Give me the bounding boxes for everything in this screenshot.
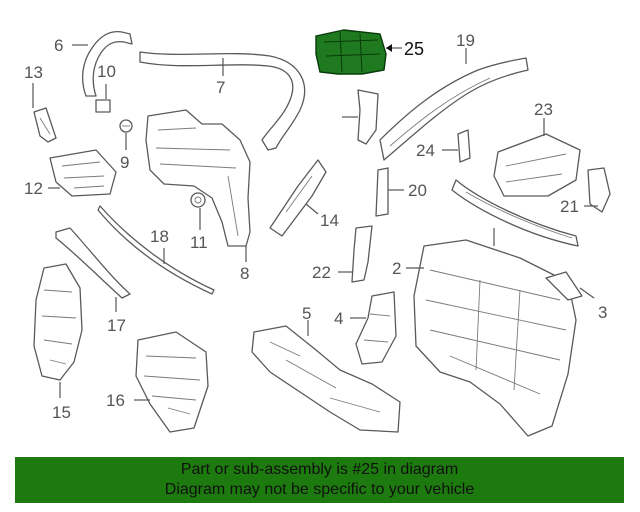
part-13: [33, 107, 57, 143]
callout-20[interactable]: 20: [408, 181, 427, 200]
part-22: [351, 225, 373, 283]
callout-22[interactable]: 22: [312, 263, 331, 282]
part-2: [413, 239, 577, 437]
callout-12[interactable]: 12: [24, 179, 43, 198]
callout-2[interactable]: 2: [392, 259, 401, 278]
part-6: [81, 30, 133, 97]
callout-18[interactable]: 18: [150, 227, 169, 246]
part-24: [457, 129, 471, 163]
part-17: [55, 227, 131, 299]
callout-19[interactable]: 19: [456, 31, 475, 50]
info-banner: Part or sub-assembly is #25 in diagram D…: [15, 457, 624, 503]
part-15: [33, 263, 83, 381]
part-1: [451, 179, 579, 247]
parts-diagram: 6 7 13 10 9 12 8 11: [24, 29, 611, 437]
part-8: [145, 109, 251, 247]
part-7: [139, 51, 306, 151]
callout-21[interactable]: 21: [560, 197, 579, 216]
callout-13[interactable]: 13: [24, 63, 43, 82]
part-3: [545, 271, 583, 301]
arrow-25-icon: [386, 44, 392, 52]
part-11: [190, 192, 206, 208]
leader-3: [579, 287, 595, 299]
part-10: [95, 99, 111, 113]
part-9: [119, 119, 133, 133]
part-21: [587, 167, 611, 213]
callout-6[interactable]: 6: [54, 36, 63, 55]
leader-14: [305, 203, 319, 215]
callout-14[interactable]: 14: [320, 211, 339, 230]
callout-17[interactable]: 17: [107, 316, 126, 335]
callout-15[interactable]: 15: [52, 403, 71, 422]
callout-9[interactable]: 9: [120, 153, 129, 172]
callout-8[interactable]: 8: [240, 264, 249, 283]
part-5: [251, 325, 401, 433]
callout-16[interactable]: 16: [106, 391, 125, 410]
callout-5[interactable]: 5: [302, 304, 311, 323]
part-20: [375, 167, 389, 217]
banner-line-2: Diagram may not be specific to your vehi…: [164, 481, 475, 498]
part-18: [97, 205, 215, 295]
banner-line-1: Part or sub-assembly is #25 in diagram: [180, 461, 459, 478]
part-25-highlighted[interactable]: [315, 29, 387, 75]
part-4: [355, 291, 397, 365]
callout-11[interactable]: 11: [190, 233, 208, 252]
callout-3[interactable]: 3: [598, 303, 607, 322]
part-16: [135, 331, 209, 433]
callout-10[interactable]: 10: [97, 62, 116, 81]
callout-7[interactable]: 7: [216, 78, 225, 97]
part-12: [49, 149, 117, 197]
callout-4[interactable]: 4: [334, 309, 343, 328]
callout-25[interactable]: 25: [404, 39, 424, 59]
part-26: [357, 89, 379, 145]
part-14: [269, 159, 327, 237]
callout-23[interactable]: 23: [534, 100, 553, 119]
part-19: [379, 57, 529, 161]
callout-24[interactable]: 24: [416, 141, 435, 160]
part-23: [493, 133, 581, 197]
